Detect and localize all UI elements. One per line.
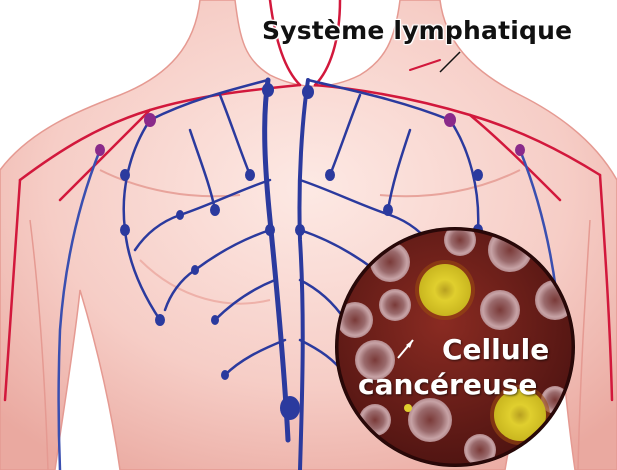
title-label: Système lymphatique	[262, 16, 572, 45]
cancer-cell-label-line2: cancéreuse	[358, 368, 537, 401]
cancer-cell-label-line1: Cellule	[442, 333, 549, 366]
